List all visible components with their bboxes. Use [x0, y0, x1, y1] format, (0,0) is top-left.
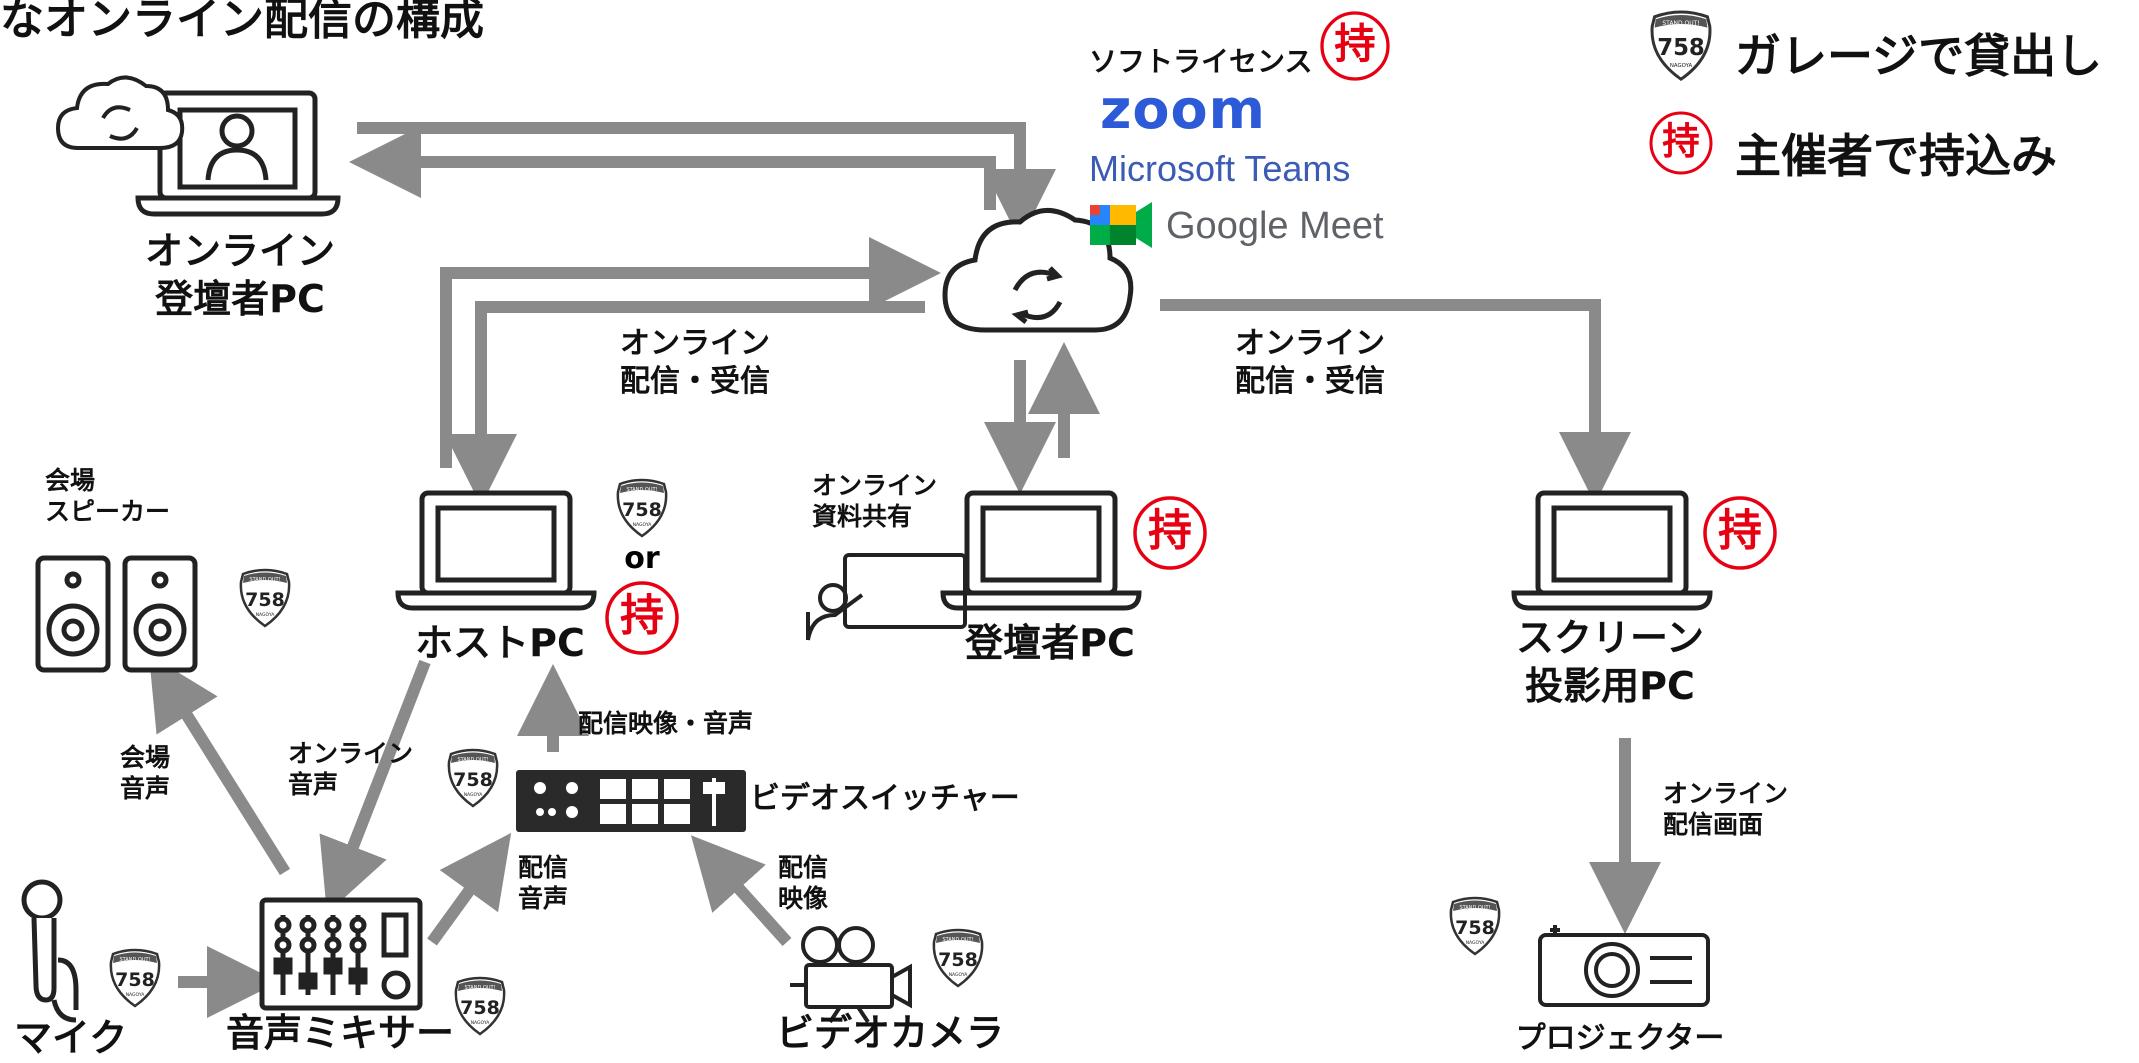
shield-number: 758	[622, 499, 662, 521]
shield-number: 758	[938, 949, 978, 971]
shield-top-text: STAND OUT!	[119, 957, 150, 963]
audio-mixer-label: 音声ミキサー	[225, 1011, 454, 1055]
shield-top-text: STAND OUT!	[249, 577, 280, 583]
shield-top-text: STAND OUT!	[457, 757, 488, 763]
switcher-output-label: 配信映像・音声	[578, 709, 754, 738]
speaker-pc-label: 登壇者PC	[965, 621, 1135, 665]
projector-icon	[1538, 925, 1710, 1007]
page-title: なオンライン配信の構成	[0, 0, 484, 45]
shield-number: 758	[460, 997, 500, 1019]
stream-video-label: 配信 映像	[778, 853, 829, 914]
arrow-mixer-to-speaker	[148, 654, 291, 876]
laptop-icon	[135, 90, 341, 217]
speaker-pc-mochi-badge-icon: 持	[1133, 496, 1207, 570]
arrow-cloud-to-online-pc	[349, 126, 996, 210]
online-audio-label: オンライン 音声	[288, 739, 414, 800]
shield-bottom-text: NAGOYA	[256, 612, 276, 618]
legend-host-badge-icon: 持	[1649, 111, 1713, 175]
video-switcher-icon	[516, 770, 746, 832]
shield-bottom-text: NAGOYA	[949, 972, 969, 978]
mochi-char: 持	[620, 591, 664, 642]
microphone-icon	[21, 879, 79, 1023]
mic-label: マイク	[14, 1016, 128, 1060]
venue-speaker-label: 会場 スピーカー	[45, 466, 171, 527]
legend-host-label: 主催者で持込み	[1735, 129, 2057, 183]
arrow-host-to-mixer	[319, 659, 431, 914]
shield-number: 758	[115, 969, 155, 991]
screen-laptop-icon	[1511, 490, 1713, 611]
host-pc-mochi-badge-icon: 持	[605, 581, 679, 655]
shield-bottom-text: NAGOYA	[633, 522, 653, 528]
video-camera-icon	[790, 926, 912, 1024]
material-share-label: オンライン 資料共有	[812, 471, 938, 532]
shield-top-text: STAND OUT!	[464, 985, 495, 991]
speaker-laptop-icon	[940, 490, 1142, 611]
host-pc-label: ホストPC	[415, 621, 585, 665]
shield-number: 758	[1657, 35, 1705, 61]
or-text: or	[624, 541, 660, 576]
stream-screen-label: オンライン 配信画面	[1663, 779, 1789, 840]
shield-bottom-text: NAGOYA	[1466, 940, 1486, 946]
shield-top-text: STAND OUT!	[942, 937, 973, 943]
mochi-char: 持	[1334, 20, 1375, 68]
mochi-char: 持	[1148, 506, 1192, 557]
presenter-screen-icon	[806, 553, 967, 641]
venue-audio-label: 会場 音声	[120, 743, 171, 804]
mochi-char: 持	[1718, 506, 1762, 557]
legend-garage-label: ガレージで貸出し	[1735, 29, 2103, 83]
flow-label-right: オンライン 配信・受信	[1235, 326, 1385, 399]
screen-pc-label: スクリーン 投影用PC	[1515, 616, 1705, 708]
online-speaker-pc-label: オンライン 登壇者PC	[144, 229, 335, 321]
speaker-box-icon	[35, 555, 198, 673]
stream-audio-label: 配信 音声	[518, 853, 569, 914]
software-license-heading: ソフトライセンス	[1089, 45, 1313, 78]
arrow-host-to-cloud	[440, 237, 941, 468]
flow-label-left: オンライン 配信・受信	[620, 326, 770, 399]
arrow-cloud-to-screen	[1160, 299, 1631, 504]
video-camera-label: ビデオカメラ	[775, 1011, 1004, 1055]
cloud-sync-icon	[55, 75, 185, 150]
shield-bottom-text: NAGOYA	[126, 992, 146, 998]
arrow-mixer-to-switcher	[427, 832, 512, 946]
google-meet-icon	[1090, 202, 1152, 248]
shield-bottom-text: NAGOYA	[471, 1020, 491, 1026]
central-cloud-icon	[942, 208, 1134, 333]
google-meet-logo-text: Google Meet	[1166, 205, 1384, 247]
projector-label: プロジェクター	[1515, 1021, 1725, 1056]
video-switcher-label: ビデオスイッチャー	[750, 781, 1020, 816]
shield-top-text: STAND OUT!	[626, 487, 657, 493]
mochi-char: 持	[1662, 119, 1700, 163]
shield-top-text: STAND OUT!	[1459, 905, 1490, 911]
shield-bottom-text: NAGOYA	[464, 792, 484, 798]
shield-top-text: STAND OUT!	[1662, 20, 1699, 27]
shield-number: 758	[1455, 917, 1495, 939]
host-laptop-icon	[395, 490, 597, 611]
arrow-online-pc-to-cloud	[357, 122, 1056, 241]
audio-mixer-icon	[259, 897, 423, 1011]
shield-number: 758	[245, 589, 285, 611]
shield-number: 758	[453, 769, 493, 791]
arrow-camera-to-switcher	[690, 835, 792, 947]
flow-arrows	[148, 122, 1661, 1018]
microsoft-teams-logo: Microsoft Teams	[1089, 148, 1351, 189]
arrow-cloud-to-host	[445, 301, 925, 506]
screen-pc-mochi-badge-icon: 持	[1703, 496, 1777, 570]
software-mochi-badge-icon: 持	[1320, 11, 1390, 81]
shield-bottom-text: NAGOYA	[1670, 63, 1693, 69]
zoom-logo: zoom	[1100, 78, 1266, 141]
